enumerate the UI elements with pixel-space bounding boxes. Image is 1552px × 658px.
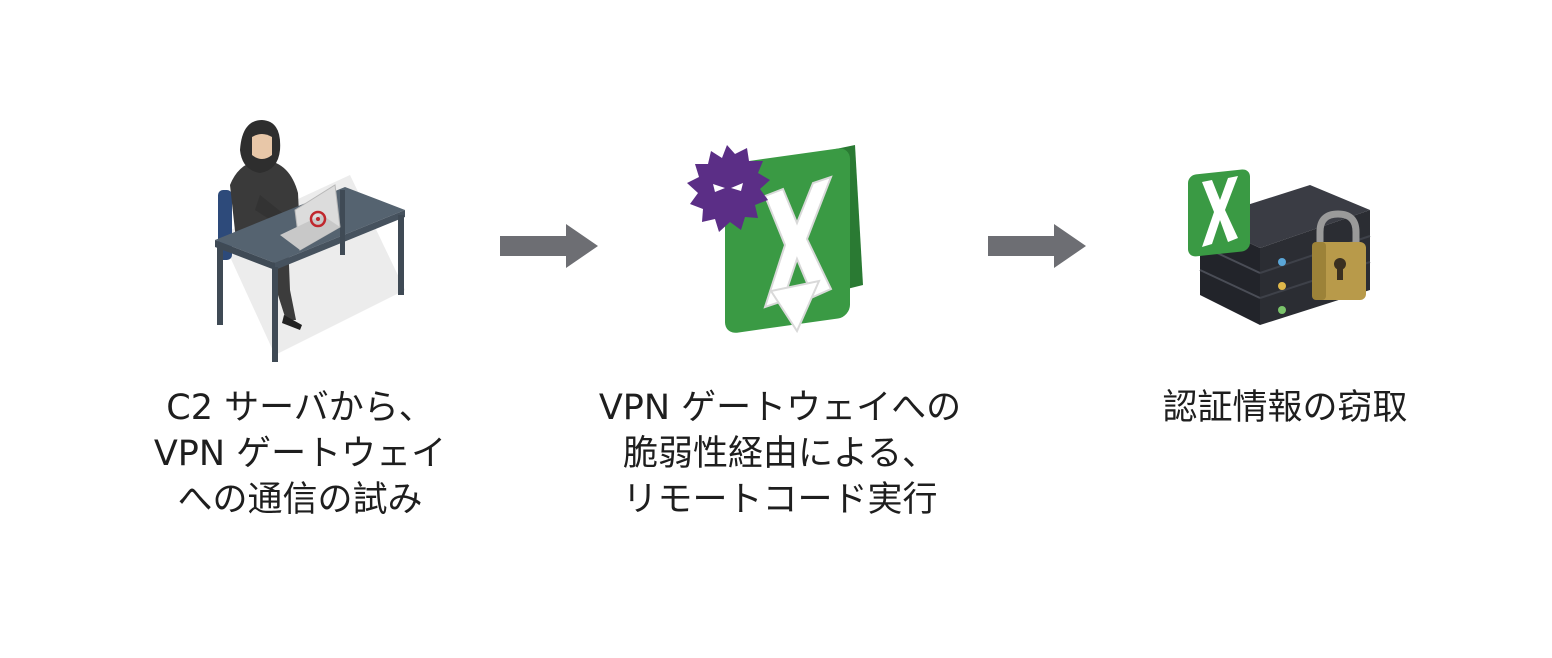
right-arrow-icon (500, 224, 598, 268)
step-1-line-1: C2 サーバから、 (166, 388, 434, 428)
step-1-caption: C2 サーバから、 VPN ゲートウェイ への通信の試み (110, 385, 490, 523)
malware-vpn-gateway-icon (687, 145, 863, 334)
right-arrow-icon (988, 224, 1086, 268)
step-2-line-1: VPN ゲートウェイへの (598, 388, 962, 428)
hacker-at-desk-icon (215, 120, 405, 362)
step-3-line-1: 認証情報の窃取 (1162, 388, 1408, 428)
step-1-line-3: への通信の試み (177, 480, 423, 520)
step-2-caption: VPN ゲートウェイへの 脆弱性経由による、 リモートコード実行 (570, 385, 990, 523)
step-1-line-2: VPN ゲートウェイ (153, 434, 447, 474)
step-3-caption: 認証情報の窃取 (1110, 385, 1460, 431)
step-2-line-2: 脆弱性経由による、 (623, 434, 937, 474)
locked-server-icon (1188, 169, 1371, 325)
step-2-line-3: リモートコード実行 (622, 480, 938, 520)
